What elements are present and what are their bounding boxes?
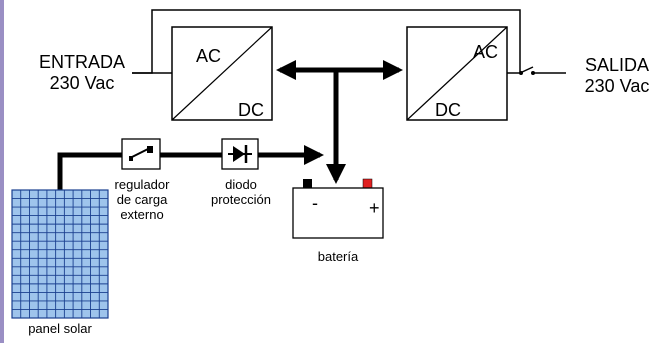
protection-diode (221, 138, 259, 170)
battery-positive-terminal (362, 178, 373, 189)
inverter2-ac-label: AC (473, 42, 499, 62)
charge-regulator (121, 138, 161, 170)
battery (292, 178, 384, 239)
inverter2-dc-label: DC (435, 100, 461, 120)
regulator-label: regulador de carga externo (106, 177, 178, 223)
diode-label: diodo protección (205, 177, 277, 208)
input-label: ENTRADA 230 Vac (24, 52, 140, 93)
output-switch (507, 66, 566, 75)
regulator-label-line1: regulador (114, 177, 170, 192)
solar-feed-line (57, 152, 122, 190)
inverter1-dc-label: DC (238, 100, 264, 120)
diode-label-line2: protección (211, 191, 271, 207)
output-label: SALIDA 230 Vac (572, 55, 662, 96)
solar-panel-label: panel solar (28, 321, 92, 336)
battery-negative-terminal (303, 179, 312, 188)
regulator-label-line2: de carga (116, 191, 168, 207)
inverter-ac-dc (171, 26, 273, 121)
output-label-line2: 230 Vac (584, 75, 650, 96)
left-edge-stripe (0, 0, 4, 343)
battery-minus-label: - (312, 193, 318, 213)
input-label-line1: ENTRADA (38, 52, 125, 72)
input-label-line2: 230 Vac (49, 72, 115, 93)
inverter1-ac-label: AC (196, 46, 222, 66)
battery-plus-label: + (369, 198, 380, 218)
output-label-line1: SALIDA (584, 55, 650, 75)
regulator-label-line3: externo (120, 206, 164, 222)
battery-label: batería (317, 249, 359, 264)
diode-label-line1: diodo (225, 177, 257, 192)
solar-panel (11, 189, 109, 319)
